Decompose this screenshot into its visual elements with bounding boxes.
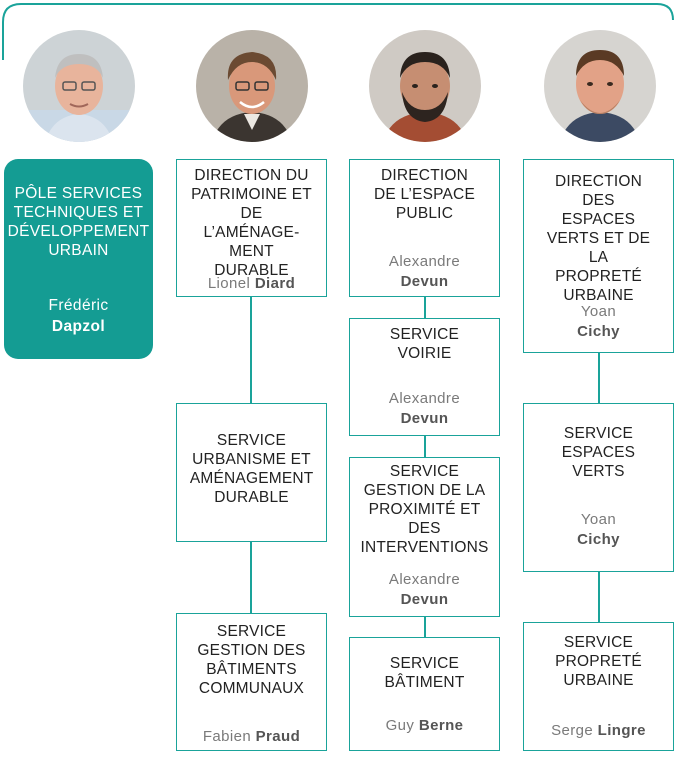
person-last-name: Devun [400,591,449,608]
card-title: SERVICE VOIRIE [389,326,460,362]
card-title: DIRECTION DU PATRIMOINE ET DE L’AMÉNAGE-… [191,167,312,279]
pole-person: Frédéric Dapzol [4,295,153,337]
connector-line [424,435,426,458]
connector-line [424,296,426,319]
person-last-name: Devun [400,410,449,427]
card-title: SERVICE ESPACES VERTS [561,425,636,480]
card-title: SERVICE URBANISME ET AMÉNAGEMENT DURABLE [189,432,314,506]
person-first-name: Alexandre [388,390,461,407]
connector-line [424,616,426,638]
service-proprete-urbaine-card: SERVICE PROPRETÉ URBAINE Serge Lingre [523,622,674,751]
card-person: Alexandre Devun [350,389,499,429]
card-person: Guy Berne [350,716,499,736]
person-last-name: Praud [255,728,301,745]
person-first-name: Alexandre [388,571,461,588]
person-last-name: Devun [400,273,449,290]
avatar-frederic-dapzol [23,30,135,142]
person-first-name: Lionel [207,275,251,292]
card-person: Yoan Cichy [524,510,673,550]
person-last-name: Cichy [577,323,620,340]
service-batiment-card: SERVICE BÂTIMENT Guy Berne [349,637,500,751]
direction-patrimoine-card: DIRECTION DU PATRIMOINE ET DE L’AMÉNAGE-… [176,159,327,297]
card-title: SERVICE GESTION DES BÂTIMENTS COMMUNAUX [197,623,306,697]
service-espaces-verts-card: SERVICE ESPACES VERTS Yoan Cichy [523,403,674,572]
avatar-alexandre-devun [369,30,481,142]
person-last-name: Diard [254,275,296,292]
service-urbanisme-card: SERVICE URBANISME ET AMÉNAGEMENT DURABLE [176,403,327,542]
person-first-name: Yoan [580,511,617,528]
service-gestion-batiments-card: SERVICE GESTION DES BÂTIMENTS COMMUNAUX … [176,613,327,751]
person-first-name: Fabien [202,728,252,745]
card-title: SERVICE PROPRETÉ URBAINE [555,634,642,689]
person-first-name: Serge [551,722,594,739]
avatar-lionel-diard [196,30,308,142]
card-person: Fabien Praud [177,727,326,747]
card-title: SERVICE BÂTIMENT [384,655,465,691]
card-person: Serge Lingre [524,721,673,741]
connector-line [598,352,600,404]
service-voirie-card: SERVICE VOIRIE Alexandre Devun [349,318,500,436]
person-last-name: Cichy [577,531,620,548]
service-proximite-card: SERVICE GESTION DE LA PROXIMITÉ ET DES I… [349,457,500,617]
card-person: Alexandre Devun [350,252,499,292]
direction-espace-public-card: DIRECTION DE L’ESPACE PUBLIC Alexandre D… [349,159,500,297]
connector-line [598,571,600,623]
person-last-name: Lingre [597,722,646,739]
card-title: DIRECTION DE L’ESPACE PUBLIC [374,167,475,222]
pole-last-name: Dapzol [51,318,106,335]
person-last-name: Berne [418,717,464,734]
person-first-name: Guy [385,717,415,734]
avatar-yoan-cichy [544,30,656,142]
card-person: Yoan Cichy [524,302,673,342]
direction-espaces-verts-card: DIRECTION DES ESPACES VERTS ET DE LA PRO… [523,159,674,353]
connector-line [250,296,252,404]
person-first-name: Alexandre [388,253,461,270]
pole-first-name: Frédéric [48,297,109,314]
connector-line [250,541,252,614]
card-title: DIRECTION DES ESPACES VERTS ET DE LA PRO… [546,173,651,304]
card-person: Lionel Diard [177,274,326,294]
person-first-name: Yoan [580,303,617,320]
pole-services-techniques-card: PÔLE SERVICES TECHNIQUES ET DÉVELOPPEMEN… [4,159,153,359]
card-person: Alexandre Devun [350,570,499,610]
pole-title: PÔLE SERVICES TECHNIQUES ET DÉVELOPPEMEN… [7,185,150,259]
card-title: SERVICE GESTION DE LA PROXIMITÉ ET DES I… [360,463,489,556]
